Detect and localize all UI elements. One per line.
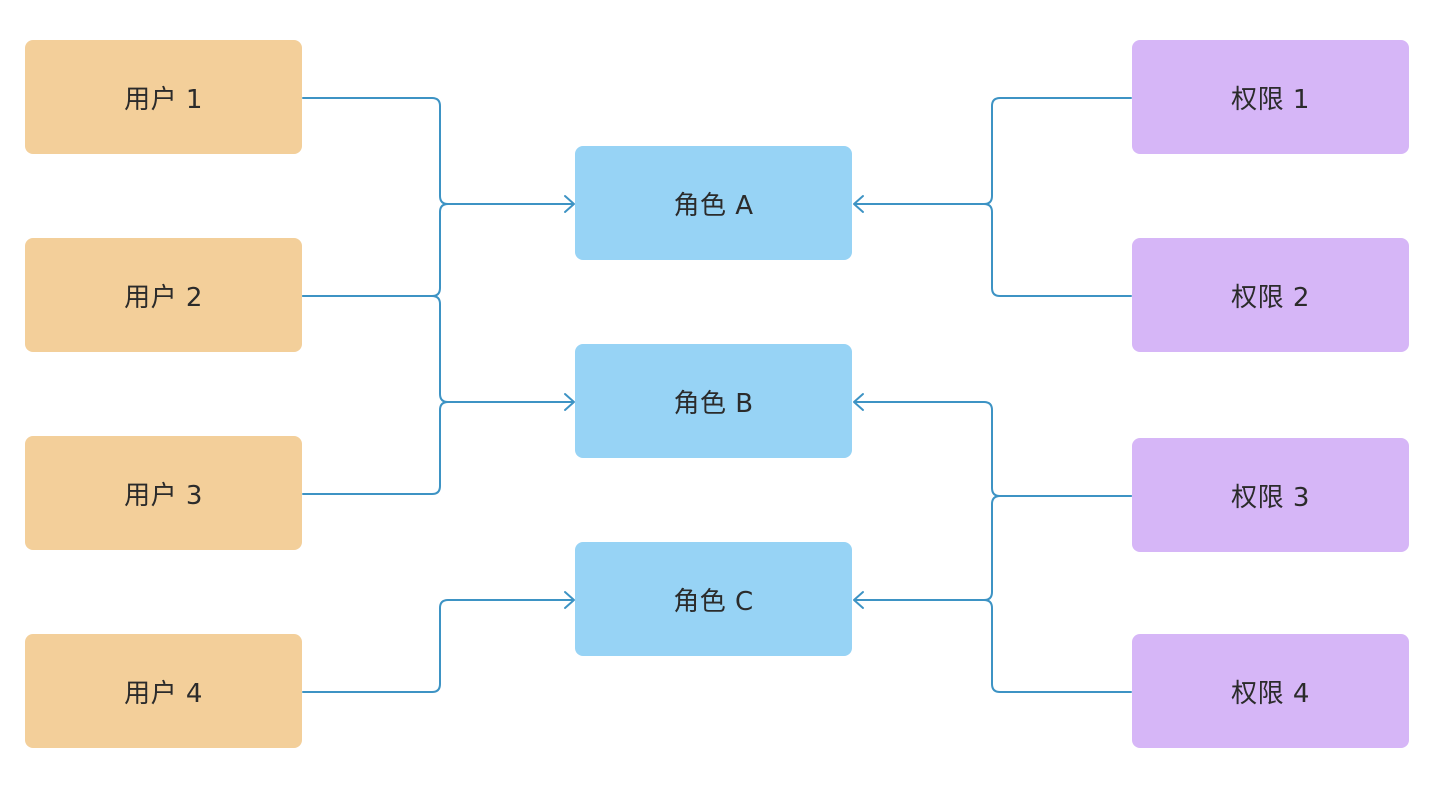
user-node-label: 用户 4 — [124, 678, 203, 709]
edge-perm4-roleC — [854, 599, 1132, 693]
arrowhead-roleC-right — [853, 591, 864, 609]
user-node-label: 用户 2 — [124, 282, 203, 313]
edge-user1-roleA — [302, 97, 574, 205]
user-node-label: 用户 3 — [124, 480, 203, 511]
edge-user2-roleA — [302, 203, 574, 297]
edge-perm2-roleA — [854, 203, 1132, 297]
user-node-1: 用户 1 — [25, 40, 302, 154]
role-node-label: 角色 C — [673, 586, 754, 617]
arrowhead-roleC-left — [564, 591, 575, 609]
edge-user4-roleC — [302, 599, 574, 693]
user-node-2: 用户 2 — [25, 238, 302, 352]
permission-node-4: 权限 4 — [1132, 634, 1409, 748]
permission-node-label: 权限 3 — [1231, 482, 1310, 513]
role-node-label: 角色 A — [673, 190, 754, 221]
arrowhead-roleB-left — [564, 393, 575, 411]
role-node-b: 角色 B — [575, 344, 852, 458]
permission-node-label: 权限 2 — [1231, 282, 1310, 313]
permission-node-2: 权限 2 — [1132, 238, 1409, 352]
edge-perm1-roleA — [854, 97, 1132, 205]
permission-node-label: 权限 4 — [1231, 678, 1310, 709]
edge-user3-roleB — [302, 401, 574, 495]
edge-user2-roleB — [302, 295, 574, 403]
user-node-4: 用户 4 — [25, 634, 302, 748]
arrowhead-roleA-left — [564, 195, 575, 213]
permission-node-1: 权限 1 — [1132, 40, 1409, 154]
role-node-c: 角色 C — [575, 542, 852, 656]
role-node-a: 角色 A — [575, 146, 852, 260]
role-node-label: 角色 B — [673, 388, 754, 419]
user-node-label: 用户 1 — [124, 84, 203, 115]
arrowhead-roleA-right — [853, 195, 864, 213]
permission-node-3: 权限 3 — [1132, 438, 1409, 552]
arrowhead-roleB-right — [853, 393, 864, 411]
permission-node-label: 权限 1 — [1231, 84, 1310, 115]
edge-perm3-roleC — [854, 495, 1132, 601]
edge-perm3-roleB — [854, 401, 1132, 497]
user-node-3: 用户 3 — [25, 436, 302, 550]
